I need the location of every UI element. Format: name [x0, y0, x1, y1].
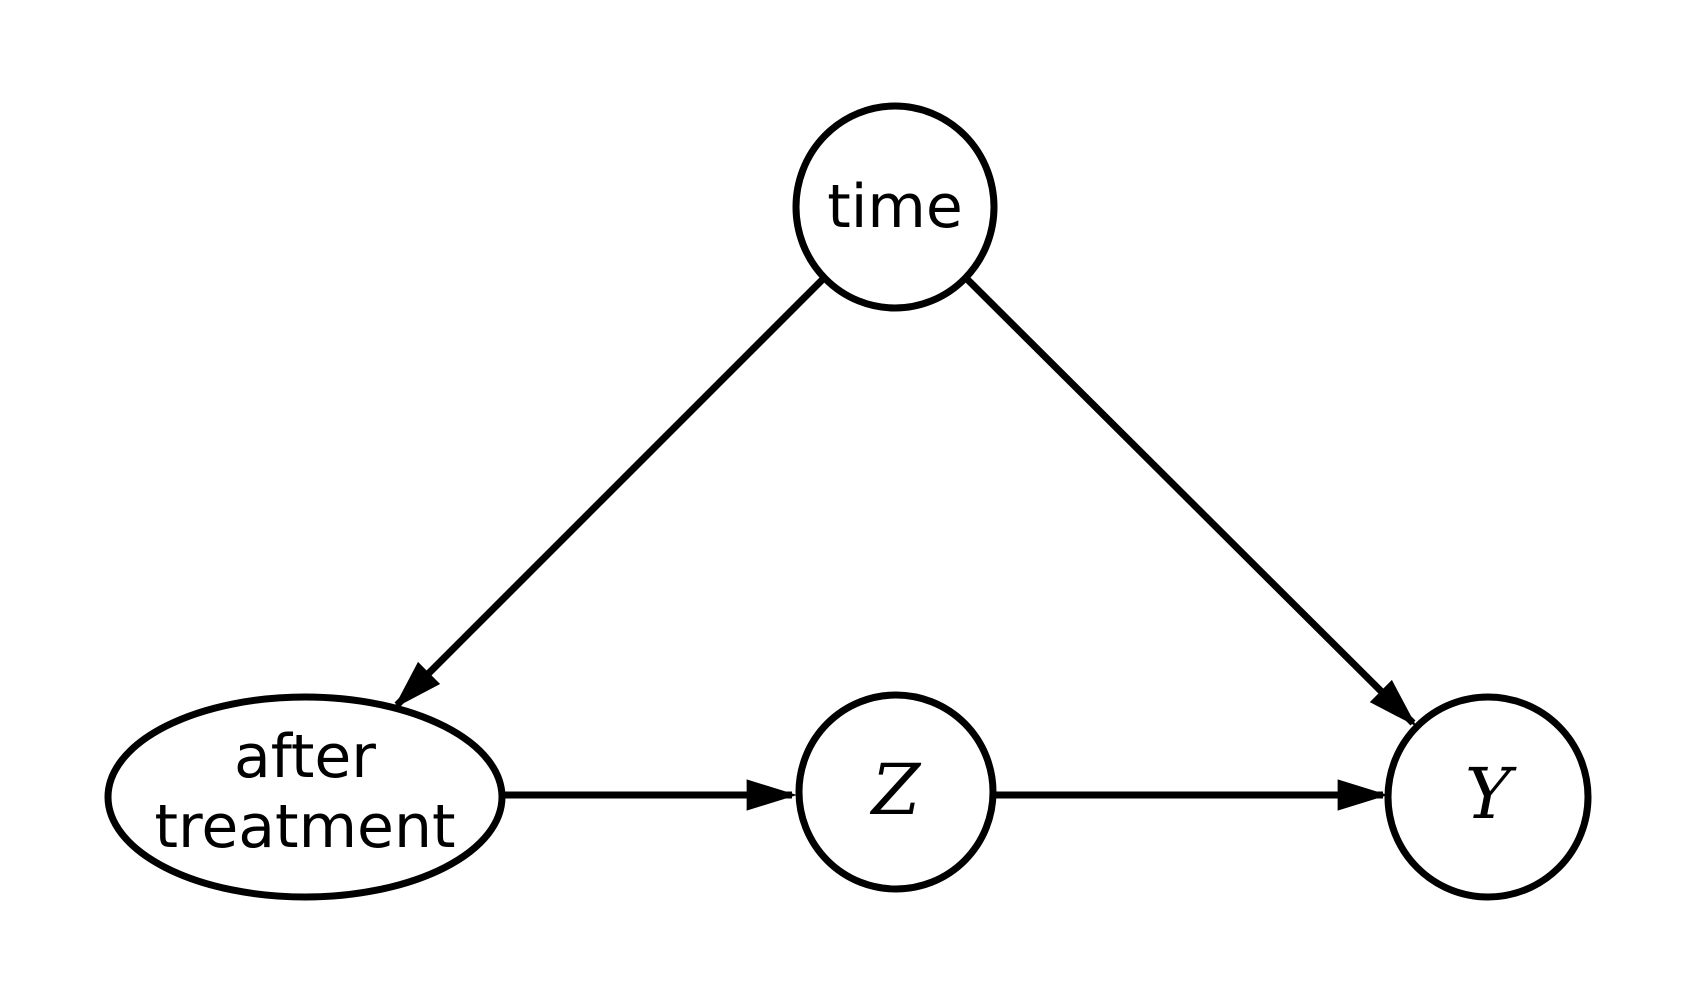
- node-z-label: Z: [870, 749, 922, 831]
- node-time-label: time: [827, 172, 963, 242]
- node-after-treatment-label-line1: after: [234, 722, 376, 792]
- node-y-circle: [1384, 693, 1592, 901]
- node-y-label: Y: [1465, 753, 1517, 835]
- node-after-treatment: after treatment: [104, 693, 506, 901]
- node-time: time: [792, 102, 998, 312]
- edge-layer: [393, 275, 1417, 811]
- node-time-circle: [792, 102, 998, 312]
- edge-time-to-after-treatment: [393, 275, 827, 709]
- node-z-circle: [795, 691, 997, 893]
- edge-time-to-y: [963, 275, 1417, 727]
- node-after-treatment-label-line2: treatment: [155, 792, 456, 862]
- node-after-treatment-ellipse: [104, 693, 506, 901]
- node-z: Z: [795, 691, 997, 893]
- node-y: Y: [1384, 693, 1592, 901]
